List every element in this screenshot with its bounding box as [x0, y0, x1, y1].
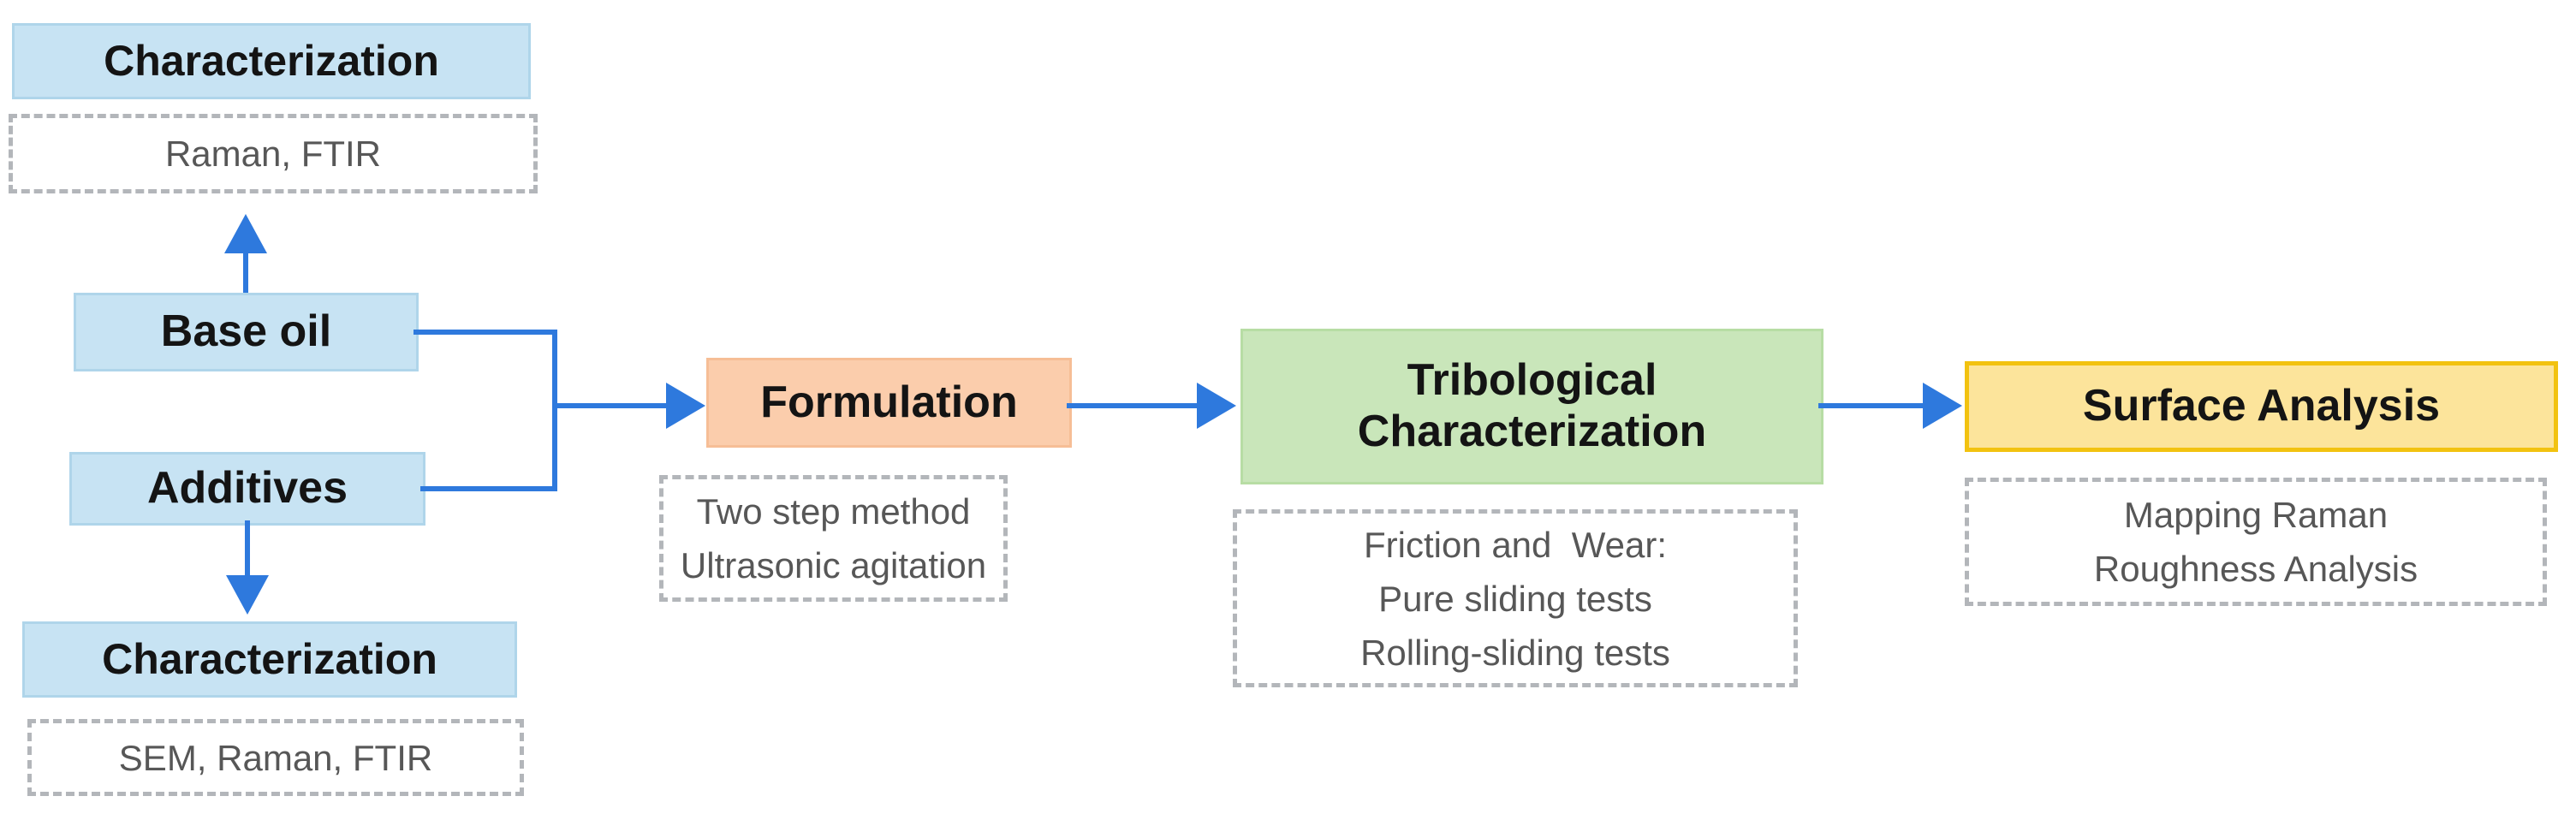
note-sem-raman-ftir-text: SEM, Raman, FTIR [118, 737, 433, 778]
note-surface-analysis-methods-text: Mapping Raman Roughness Analysis [2093, 495, 2418, 589]
arrow-additives-to-characterization-head-icon [226, 575, 269, 615]
node-additives-label: Additives [146, 463, 348, 514]
note-sem-raman-ftir: SEM, Raman, FTIR [27, 719, 524, 796]
connector-merge-vertical [552, 330, 557, 491]
node-additives: Additives [69, 452, 425, 526]
arrow-baseoil-to-characterization-head-icon [224, 214, 267, 253]
node-characterization-top: Characterization [12, 23, 531, 99]
arrow-tribological-to-surface-shaft [1818, 403, 1923, 408]
node-characterization-bottom: Characterization [22, 621, 517, 698]
node-base-oil: Base oil [74, 293, 419, 371]
arrow-formulation-to-tribological-shaft [1067, 403, 1197, 408]
note-raman-ftir-text: Raman, FTIR [164, 134, 382, 174]
note-formulation-method: Two step method Ultrasonic agitation [659, 475, 1008, 602]
note-raman-ftir: Raman, FTIR [9, 114, 538, 193]
node-formulation: Formulation [706, 358, 1072, 448]
connector-additives-horizontal [420, 486, 557, 491]
arrow-tribological-to-surface-head-icon [1923, 383, 1962, 429]
connector-baseoil-horizontal [413, 330, 557, 335]
note-tribological-tests: Friction and Wear: Pure sliding tests Ro… [1233, 509, 1798, 687]
arrow-formulation-to-tribological-head-icon [1197, 383, 1236, 429]
arrow-baseoil-to-characterization-shaft [243, 253, 248, 293]
arrow-merge-to-formulation-shaft [552, 403, 666, 408]
node-surface-analysis-label: Surface Analysis [2082, 381, 2441, 431]
node-characterization-top-label: Characterization [104, 36, 439, 85]
note-tribological-tests-text: Friction and Wear: Pure sliding tests Ro… [1360, 524, 1670, 673]
note-formulation-method-text: Two step method Ultrasonic agitation [680, 491, 987, 585]
node-formulation-label: Formulation [760, 377, 1018, 427]
node-characterization-bottom-label: Characterization [102, 634, 437, 683]
arrow-merge-to-formulation-head-icon [666, 383, 705, 429]
node-surface-analysis: Surface Analysis [1965, 361, 2558, 452]
node-base-oil-label: Base oil [160, 306, 332, 357]
node-tribological-characterization-label: Tribological Characterization [1357, 355, 1707, 456]
note-surface-analysis-methods: Mapping Raman Roughness Analysis [1965, 478, 2547, 606]
node-tribological-characterization: Tribological Characterization [1240, 329, 1823, 484]
arrow-additives-to-characterization-shaft [245, 520, 250, 575]
